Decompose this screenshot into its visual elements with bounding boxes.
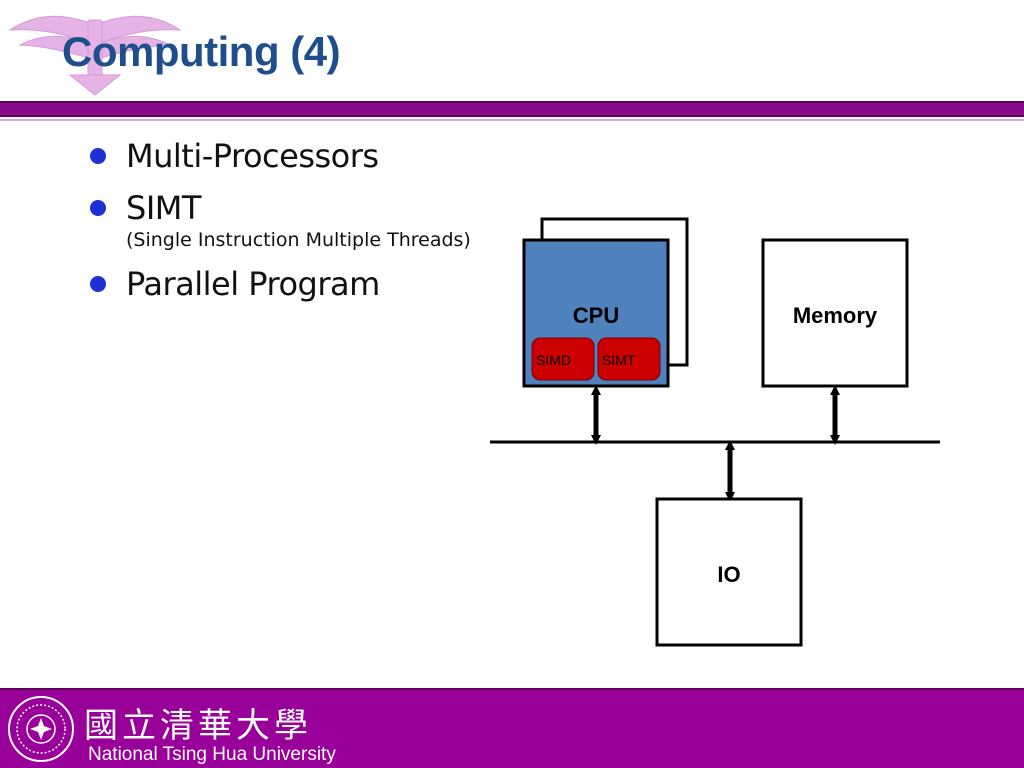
architecture-diagram: CPU SIMD SIMT Memory IO — [490, 217, 940, 647]
bullet-item: Parallel Program — [88, 264, 471, 304]
bullet-text: Parallel Program — [126, 265, 380, 303]
university-logo-watermark — [8, 15, 182, 96]
title-divider-thin — [0, 119, 1024, 121]
simt-unit — [597, 337, 661, 381]
bullet-dot-icon — [90, 148, 106, 164]
university-seal-icon — [8, 696, 74, 762]
simd-label: SIMD — [536, 352, 571, 368]
bullet-dot-icon — [90, 276, 106, 292]
memory-label: Memory — [793, 303, 878, 328]
bullet-subtext: (Single Instruction Multiple Threads) — [126, 229, 471, 251]
io-label: IO — [717, 562, 740, 587]
slide-title: Computing (4) — [62, 28, 341, 75]
bullet-text: Multi-Processors — [126, 137, 379, 175]
io-box — [655, 497, 803, 647]
memory-box — [761, 238, 909, 388]
bullet-text: SIMT — [126, 189, 201, 227]
simt-label: SIMT — [602, 352, 636, 368]
bullet-item: SIMT (Single Instruction Multiple Thread… — [88, 188, 471, 252]
bullet-list: Multi-Processors SIMT (Single Instructio… — [88, 136, 471, 316]
footer-bar — [0, 688, 1024, 768]
university-name-english: National Tsing Hua University — [88, 744, 336, 765]
bullet-dot-icon — [90, 200, 106, 216]
bullet-item: Multi-Processors — [88, 136, 471, 176]
university-name-chinese: 國立清華大學 — [84, 706, 312, 746]
simd-unit — [531, 337, 595, 381]
cpu-label: CPU — [573, 303, 619, 328]
title-divider — [0, 101, 1024, 117]
